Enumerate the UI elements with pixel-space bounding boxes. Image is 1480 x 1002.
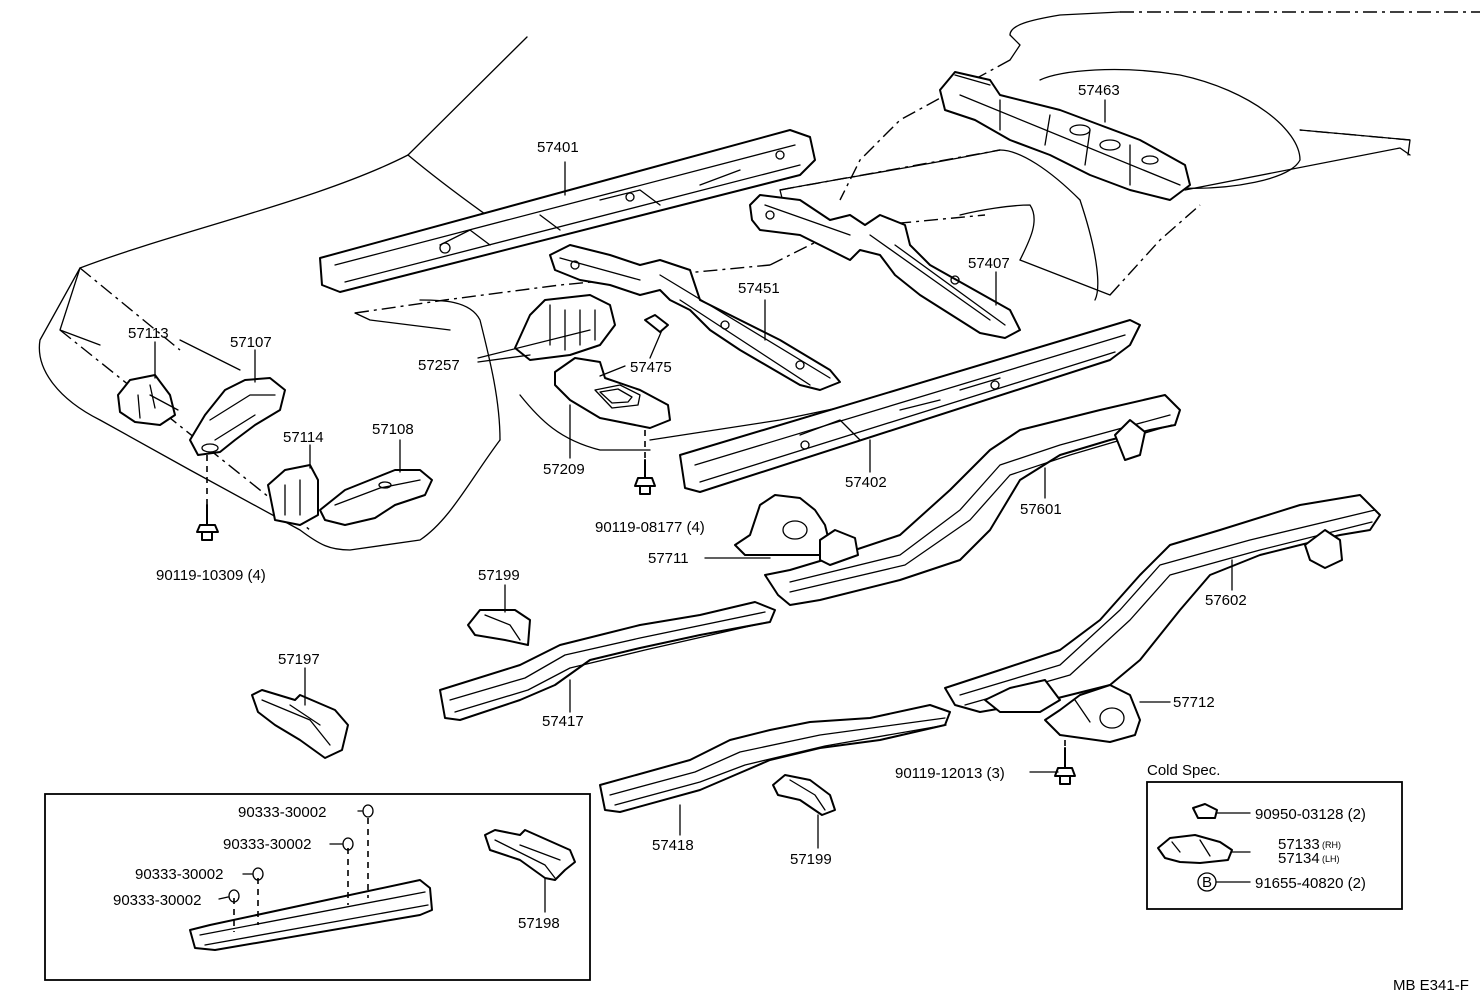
part-57107-bracket[interactable] [189,377,286,456]
label-inset-90333-c: 90333-30002 [135,866,223,883]
label-90119-08177: 90119-08177 (4) [595,519,705,536]
label-cold-57133-side: (RH) [1322,840,1341,850]
part-57407-rear-bracket[interactable] [749,194,1021,339]
part-57417-frame[interactable] [439,601,776,721]
label-57417: 57417 [542,713,584,730]
label-57401: 57401 [537,139,579,156]
label-57114: 57114 [283,429,324,446]
part-57402-rail[interactable] [679,319,1141,493]
label-57711: 57711 [648,550,689,567]
cold-spec-box [1146,781,1403,910]
part-57401-rail[interactable] [319,129,816,293]
label-57475: 57475 [630,359,672,376]
label-57199-upper: 57199 [478,567,520,584]
label-57197: 57197 [278,651,320,668]
label-90119-12013: 90119-12013 (3) [895,765,1005,782]
cold-spec-nut[interactable] [1192,803,1218,819]
label-inset-90333-d: 90333-30002 [113,892,201,909]
cold-spec-bracket[interactable] [1157,834,1233,864]
assembly-lines [206,430,1066,748]
label-57463: 57463 [1078,82,1120,99]
label-57402: 57402 [845,474,887,491]
label-57601: 57601 [1020,501,1062,518]
inset-box [44,793,591,981]
label-57418: 57418 [652,837,694,854]
part-57209-bracket[interactable] [554,357,671,429]
part-57199-bracket-lower[interactable] [772,774,836,816]
part-57197-bracket[interactable] [251,689,349,759]
label-57198: 57198 [518,915,560,932]
label-57113: 57113 [128,325,169,342]
label-57209: 57209 [543,461,585,478]
footer-code: MB E341-F [1393,977,1469,994]
part-57712-mount[interactable] [1044,684,1141,743]
part-57198-bracket[interactable] [484,829,576,881]
label-57407: 57407 [968,255,1010,272]
label-cold-57134: 57134 [1278,850,1320,867]
bolt-90119-10309[interactable] [196,504,219,541]
label-inset-90333-a: 90333-30002 [238,804,326,821]
label-cold-90950: 90950-03128 (2) [1255,806,1366,823]
bolt-90119-12013[interactable] [1054,747,1076,785]
part-57114-plate[interactable] [267,464,319,526]
part-57108-bracket[interactable] [319,469,433,526]
label-90119-10309: 90119-10309 (4) [156,567,266,584]
part-57199-bracket-upper[interactable] [467,609,531,646]
label-cold-b-symbol: B [1202,874,1212,891]
part-57451-center-frame[interactable] [549,244,841,391]
part-57602-frame[interactable] [944,494,1381,713]
label-57257: 57257 [418,357,460,374]
label-57451: 57451 [738,280,780,297]
label-57108: 57108 [372,421,414,438]
leader-lines [149,99,1233,913]
part-57418-frame[interactable] [599,704,951,813]
label-cold-57134-side: (LH) [1322,854,1340,864]
label-inset-90333-b: 90333-30002 [223,836,311,853]
part-57257-panel[interactable] [514,294,616,361]
part-57711-mount[interactable] [734,494,859,566]
label-57199-lower: 57199 [790,851,832,868]
label-57712: 57712 [1173,694,1215,711]
label-57602: 57602 [1205,592,1247,609]
bolt-90119-08177[interactable] [634,459,656,495]
part-57463-crossmember[interactable] [939,71,1191,201]
body-outline [38,11,1480,551]
label-cold-spec-title: Cold Spec. [1147,762,1220,779]
label-cold-57133: 57133 [1278,836,1320,853]
part-57601-frame[interactable] [764,394,1181,606]
label-cold-91655: 91655-40820 (2) [1255,875,1366,892]
part-labels: 57401 57463 57407 57451 57113 57107 5725… [113,82,1469,994]
label-57107: 57107 [230,334,272,351]
part-57475-clip[interactable] [644,314,669,333]
